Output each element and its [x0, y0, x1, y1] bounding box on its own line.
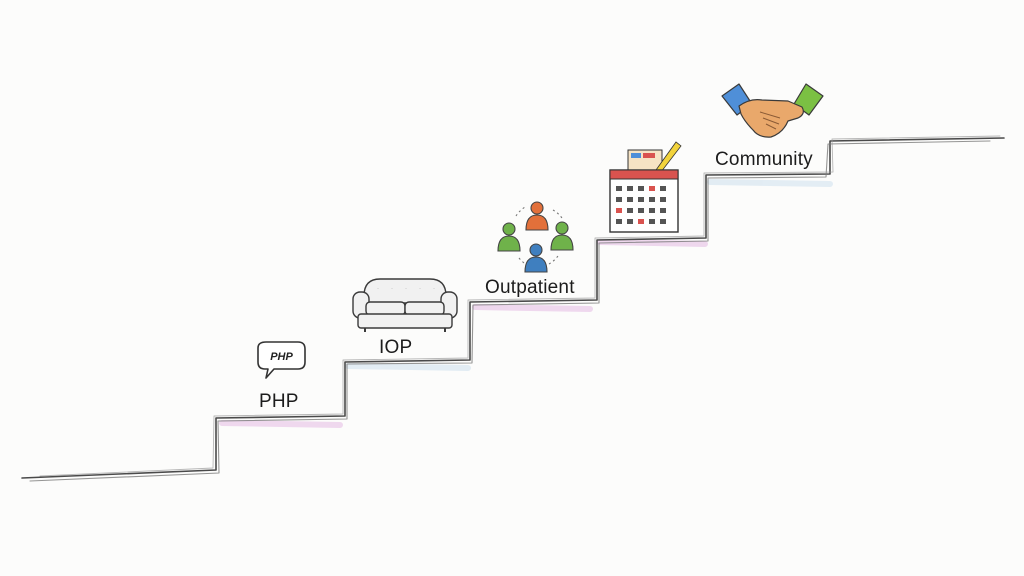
sofa-icon — [352, 278, 458, 332]
color-washes — [219, 179, 833, 428]
staircase-line — [21, 135, 1005, 482]
calendar-icon — [609, 141, 682, 233]
group-people-icon — [497, 201, 574, 273]
speech-bubble-icon: PHP — [257, 341, 306, 379]
handshake-icon — [721, 83, 824, 138]
step-label-outpatient: Outpatient — [485, 277, 575, 298]
step-label-php: PHP — [259, 391, 299, 412]
step-label-community: Community — [715, 149, 813, 170]
step-label-iop: IOP — [379, 337, 413, 358]
speech-bubble-text: PHP — [270, 351, 293, 363]
